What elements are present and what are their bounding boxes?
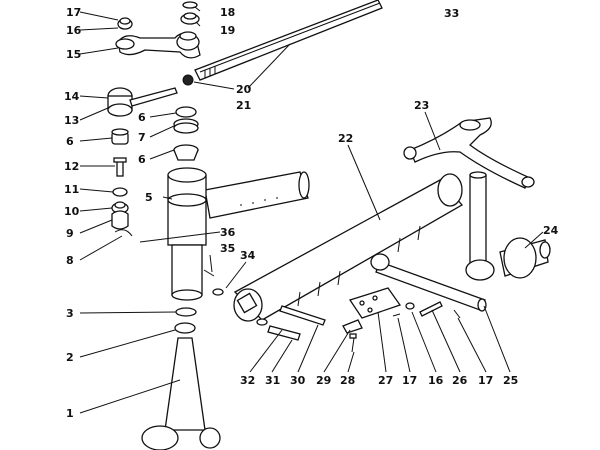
bolt-30 — [279, 305, 326, 326]
label-3: 3 — [66, 307, 74, 320]
label-6-upper: 6 — [138, 111, 146, 124]
label-2: 2 — [66, 351, 74, 364]
nut-32 — [256, 318, 268, 326]
label-13: 13 — [64, 114, 79, 127]
label-34: 34 — [240, 249, 256, 262]
label-21: 21 — [236, 99, 251, 112]
lower-bush-3 — [175, 307, 197, 317]
stub-axle-24 — [465, 171, 551, 281]
pin-17 — [392, 313, 401, 317]
label-5: 5 — [145, 191, 153, 204]
bush-9 — [111, 210, 129, 230]
label-14: 14 — [64, 90, 80, 103]
top-washer-18 — [182, 1, 198, 9]
label-17-right: 17 — [478, 374, 493, 387]
label-26: 26 — [452, 374, 468, 387]
label-19: 19 — [220, 24, 235, 37]
washer-stack — [173, 106, 199, 161]
label-10: 10 — [64, 205, 80, 218]
bush-6-left — [111, 128, 129, 145]
nut-11 — [112, 187, 128, 197]
label-32: 32 — [240, 374, 255, 387]
clip-29 — [342, 319, 363, 334]
label-22: 22 — [338, 132, 353, 145]
top-nut-19 — [180, 12, 200, 25]
label-6: 6 — [66, 135, 74, 148]
drop-arm — [115, 31, 201, 59]
axle-beam — [233, 173, 487, 322]
label-31: 31 — [265, 374, 280, 387]
pin-35 — [203, 269, 215, 277]
label-24: 24 — [543, 224, 559, 237]
tie-rod-nut — [182, 74, 194, 86]
steering-arm-23 — [403, 117, 535, 189]
bolt-12 — [113, 157, 127, 177]
bolt-31 — [267, 325, 301, 341]
clip-34 — [212, 288, 224, 296]
label-6-lower: 6 — [138, 153, 146, 166]
label-17: 17 — [66, 6, 81, 19]
nut-16 — [405, 302, 415, 310]
label-28: 28 — [340, 374, 355, 387]
label-12: 12 — [64, 160, 79, 173]
pivot-housing — [167, 167, 310, 301]
tie-rod — [194, 0, 383, 81]
seal-2 — [174, 322, 196, 334]
label-23: 23 — [414, 99, 429, 112]
pin-17b — [453, 309, 461, 319]
label-35: 35 — [220, 242, 235, 255]
bolt-26 — [419, 301, 443, 317]
small-nut-top-left — [117, 17, 133, 30]
label-9: 9 — [66, 227, 74, 240]
label-11: 11 — [64, 183, 79, 196]
label-20: 20 — [236, 83, 252, 96]
label-16: 16 — [66, 24, 82, 37]
ball-joint-end — [107, 87, 178, 117]
plate-27 — [348, 287, 402, 319]
label-8: 8 — [66, 254, 74, 267]
bolt-28 — [349, 333, 357, 353]
stub-axle-1 — [141, 337, 221, 450]
label-15: 15 — [66, 48, 81, 61]
leader-lines — [79, 6, 544, 414]
label-18: 18 — [220, 6, 235, 19]
label-33: 33 — [444, 7, 459, 20]
label-7: 7 — [138, 131, 146, 144]
label-29: 29 — [316, 374, 331, 387]
label-16-mid: 16 — [428, 374, 444, 387]
label-30: 30 — [290, 374, 306, 387]
label-27: 27 — [378, 374, 393, 387]
label-25: 25 — [503, 374, 518, 387]
label-1: 1 — [66, 407, 74, 420]
clip-8 — [114, 229, 133, 237]
label-36: 36 — [220, 226, 236, 239]
callout-labels: 17 16 15 14 13 6 12 11 10 9 8 3 2 1 5 6 … — [64, 6, 559, 420]
label-17-mid: 17 — [402, 374, 417, 387]
